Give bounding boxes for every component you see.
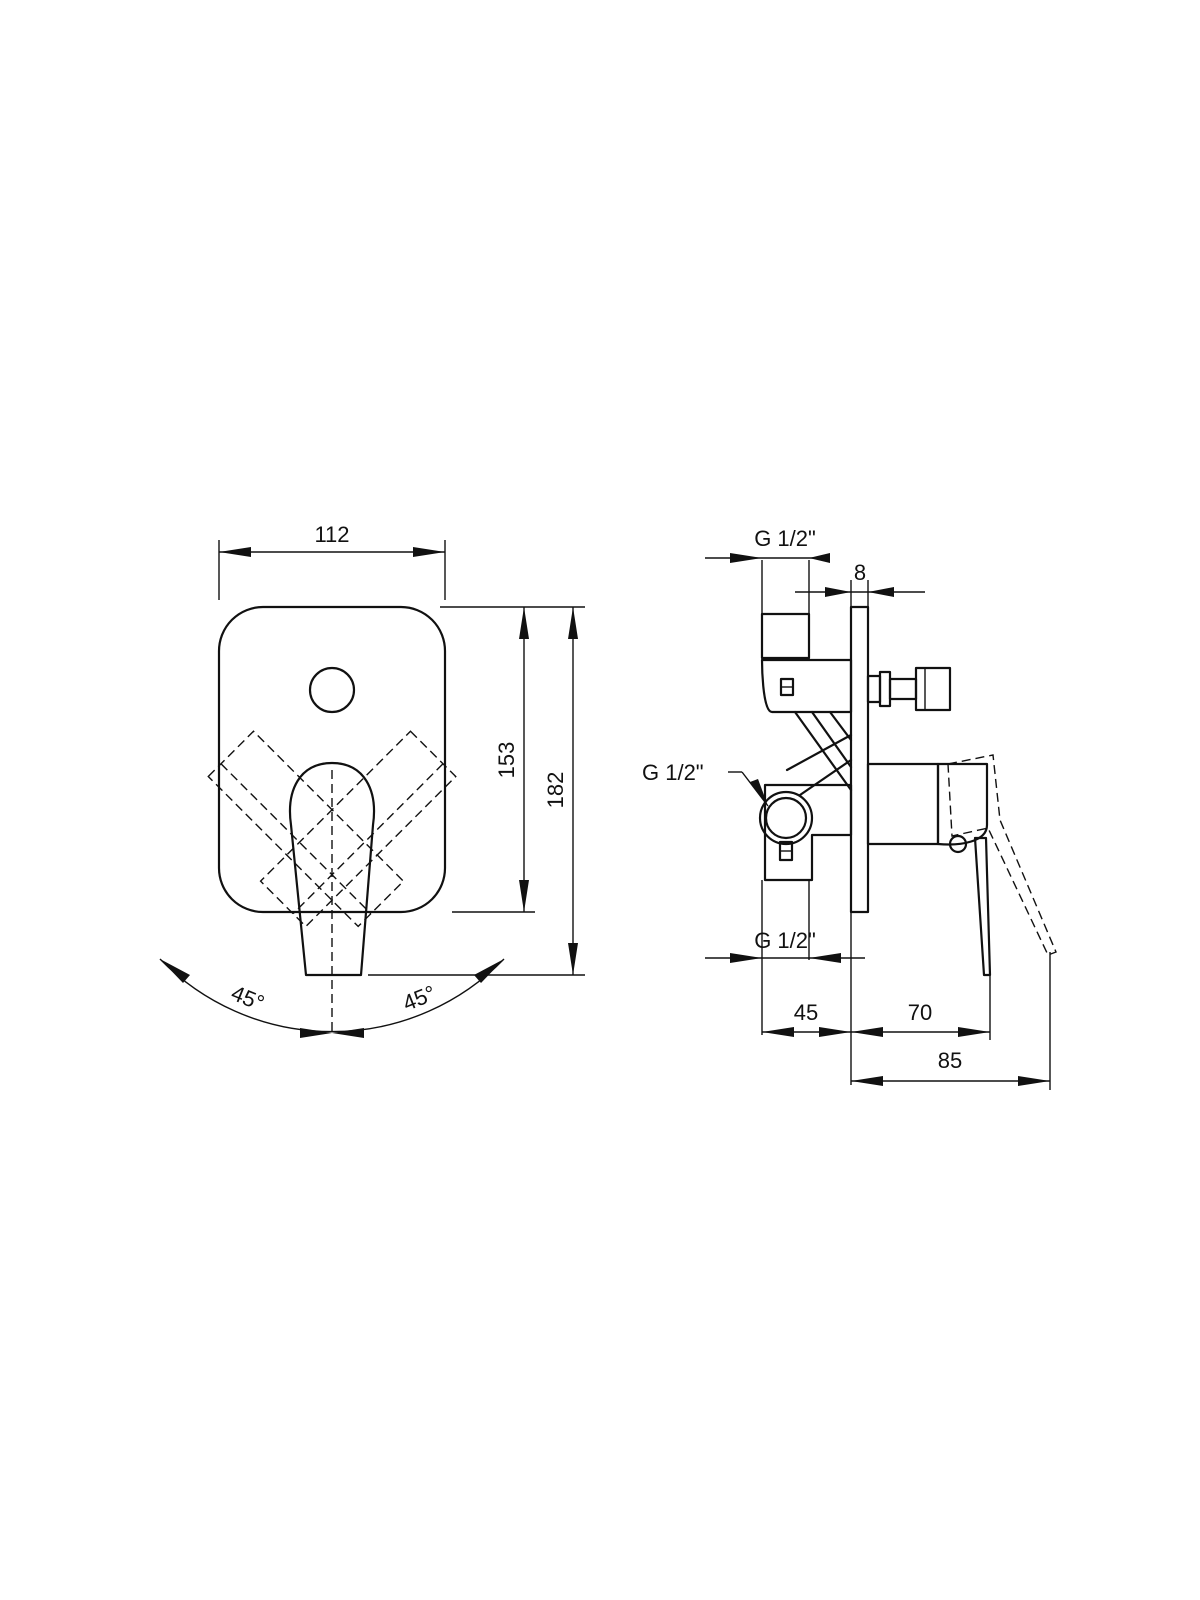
mid-thread-callout: G 1/2"	[642, 760, 769, 807]
body-depth-label: 45	[794, 1000, 818, 1025]
handle-projection-dimension: 70	[851, 975, 991, 1040]
overall-projection-dimension: 85	[851, 952, 1051, 1090]
handle-projection-label: 70	[908, 1000, 932, 1025]
internal-pipes	[785, 710, 853, 797]
front-view: 112 153 182 45° 45°	[159, 522, 585, 1038]
handle-rotation-right	[259, 730, 457, 928]
plate-height-dimension: 153	[440, 606, 585, 913]
top-inlet	[760, 612, 811, 660]
lever-handle	[288, 761, 376, 977]
mid-valve-body	[763, 783, 853, 882]
overall-projection-label: 85	[938, 1048, 962, 1073]
thread-top-label: G 1/2"	[754, 526, 816, 551]
diverter-knob	[308, 666, 356, 714]
thread-bottom-label: G 1/2"	[754, 928, 816, 953]
thread-middle-label: G 1/2"	[642, 760, 704, 785]
side-lever-rotated	[947, 754, 1057, 956]
wall-plate	[849, 605, 870, 914]
upper-valve-body	[760, 658, 853, 714]
overall-height-label: 182	[543, 772, 568, 809]
cover-plate	[217, 605, 447, 914]
side-view: G 1/2" 8 G 1/2" G 1/2"	[642, 526, 1057, 1090]
plate-thickness-dimension: 8	[795, 560, 925, 607]
mid-inlet	[758, 790, 814, 846]
top-thread-dimension: G 1/2"	[705, 526, 830, 614]
handle-hub	[936, 762, 989, 846]
handle-rotation-left	[207, 730, 405, 928]
body-depth-dimension: 45	[762, 912, 852, 1085]
angle-right-label: 45°	[399, 980, 439, 1016]
width-dimension: 112	[218, 522, 446, 600]
outlet-nipple	[866, 666, 952, 712]
plate-thickness-label: 8	[854, 560, 866, 585]
width-label: 112	[314, 522, 349, 547]
overall-height-dimension: 182	[368, 607, 585, 976]
side-lever	[973, 836, 992, 977]
plate-height-label: 153	[494, 742, 519, 779]
cartridge-housing	[866, 762, 940, 846]
bottom-thread-dimension: G 1/2"	[705, 880, 865, 1035]
